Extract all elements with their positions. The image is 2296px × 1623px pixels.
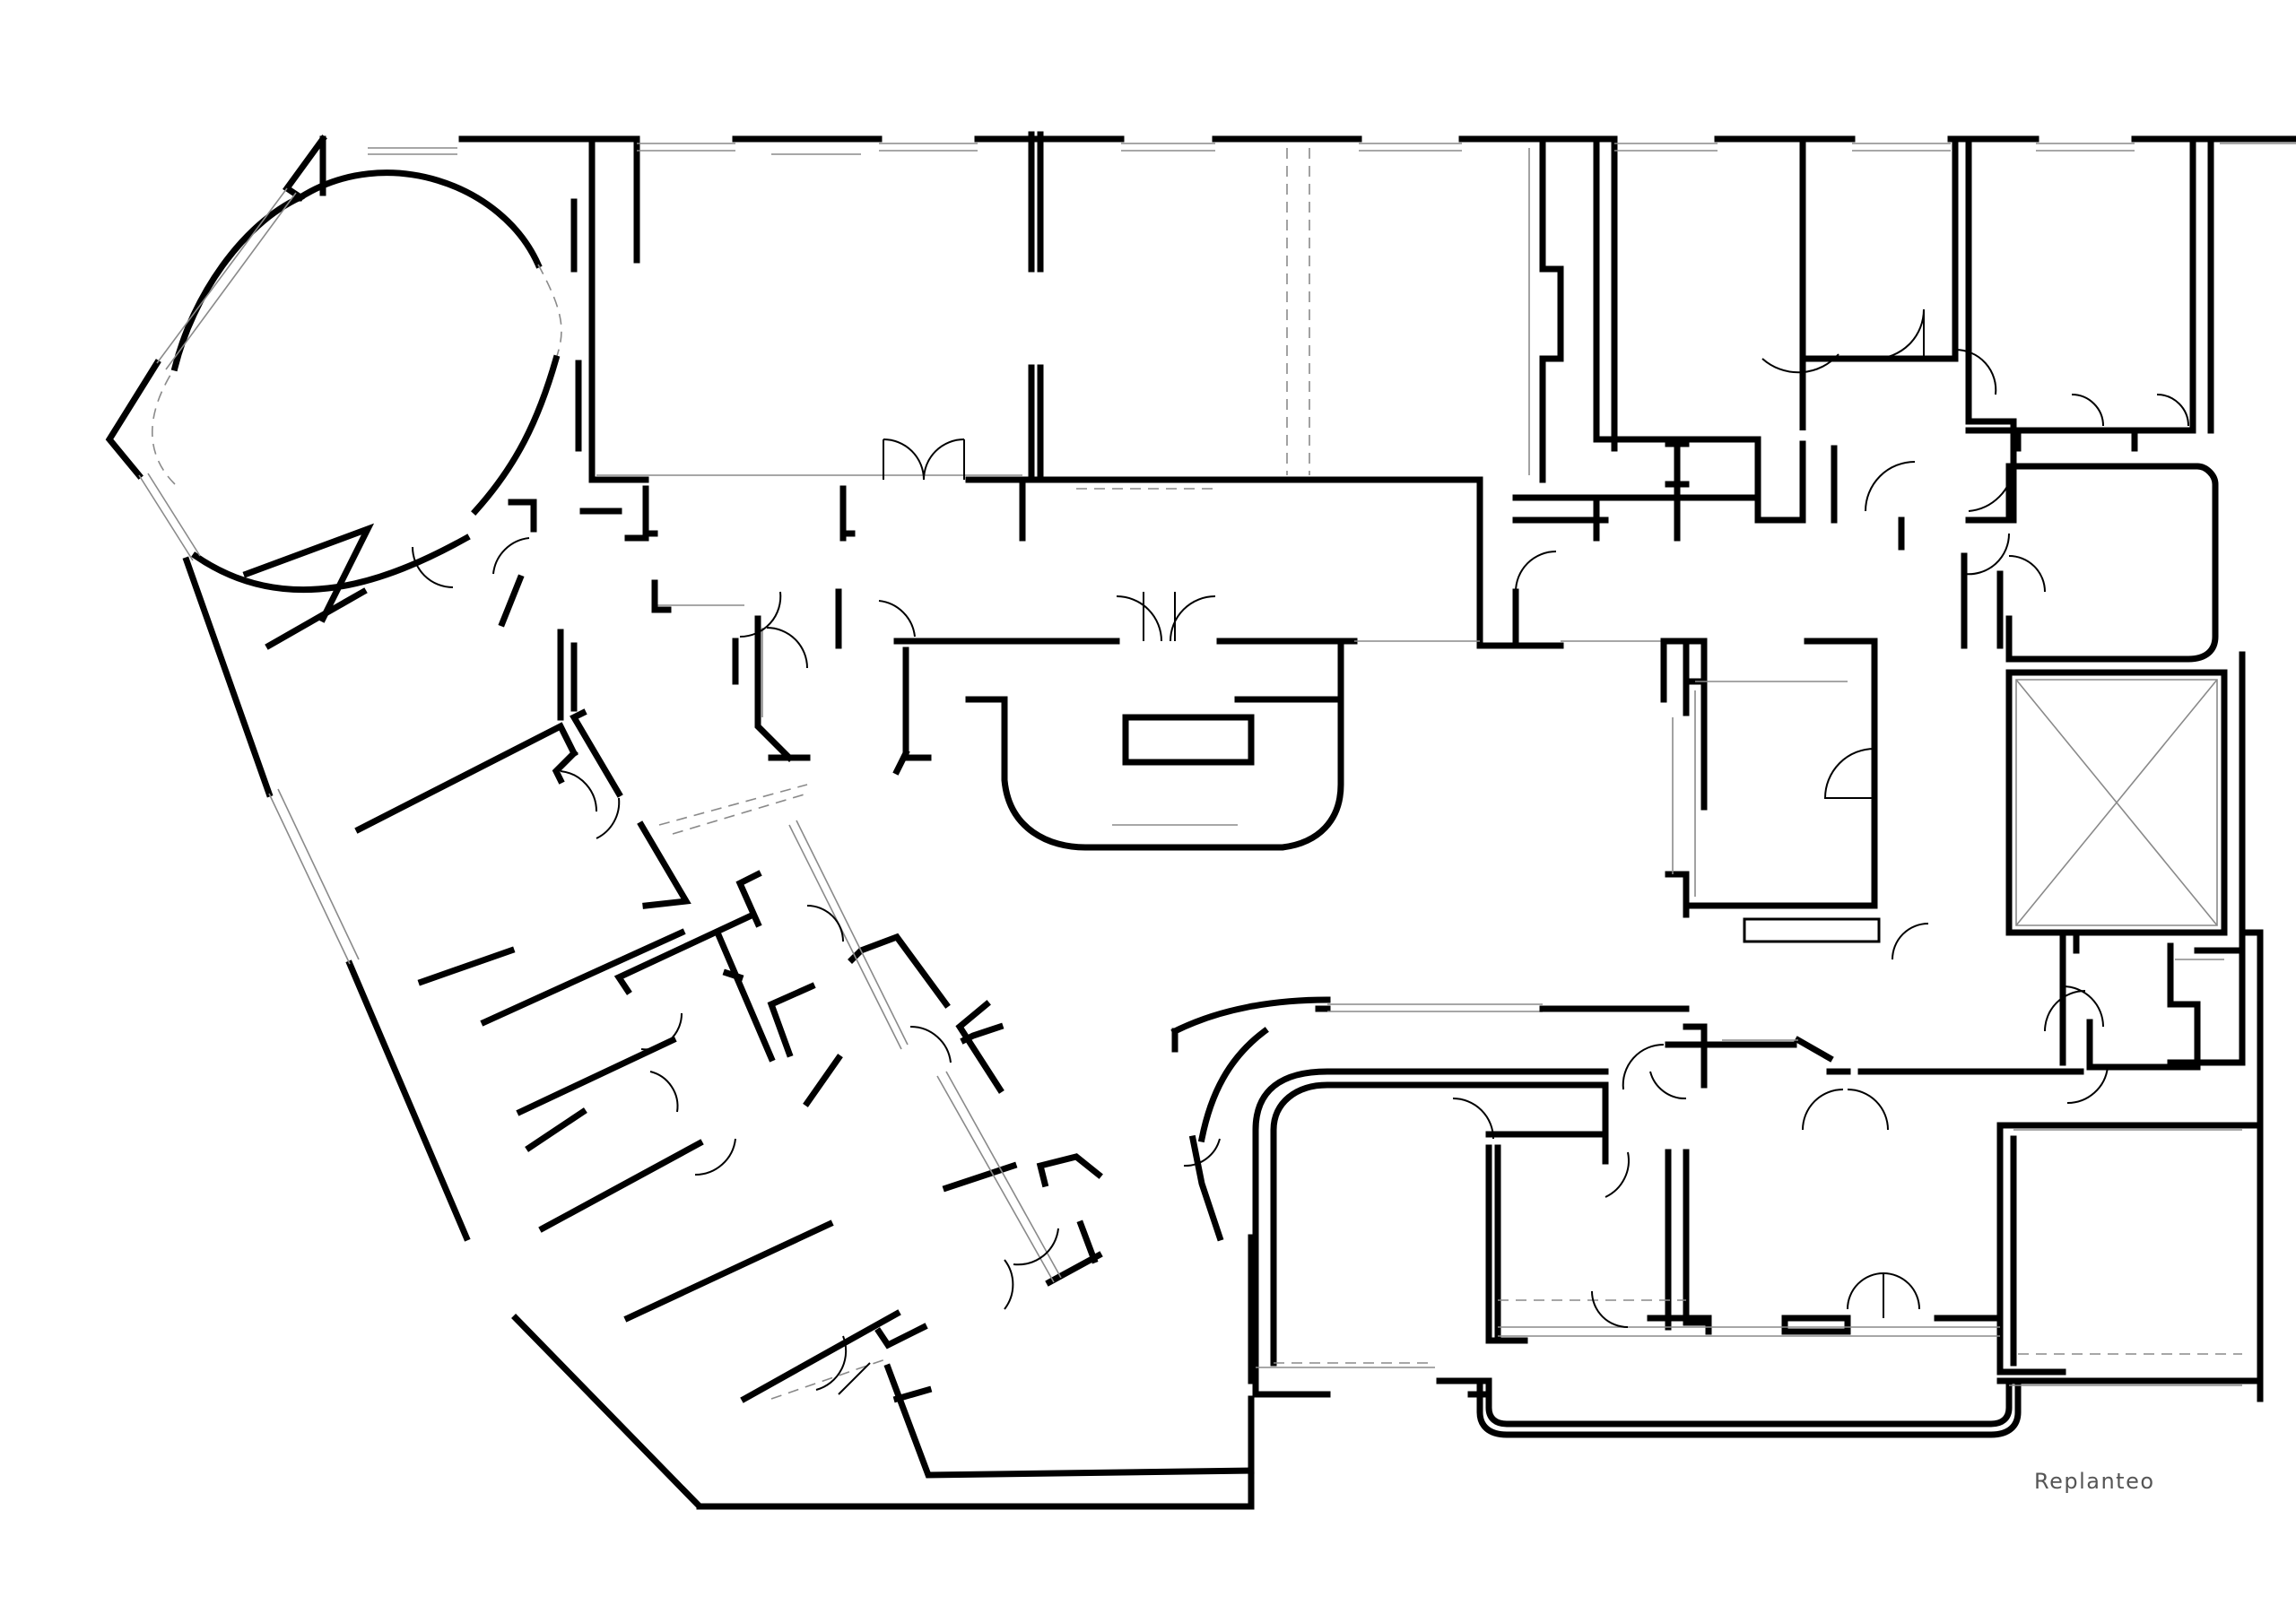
east-rooms xyxy=(1452,463,2264,1438)
partition-details xyxy=(412,499,932,776)
main-hall xyxy=(588,131,1564,546)
reception-counter xyxy=(965,642,1344,851)
central-corridor xyxy=(642,499,2011,909)
south-centre-rooms xyxy=(1170,996,1690,1398)
drawing-caption: Replanteo xyxy=(2034,1469,2155,1494)
rotunda-room xyxy=(138,147,582,594)
north-east-rooms xyxy=(1512,135,2196,551)
top-glazing xyxy=(637,143,2296,155)
angled-wing xyxy=(242,523,1255,1510)
